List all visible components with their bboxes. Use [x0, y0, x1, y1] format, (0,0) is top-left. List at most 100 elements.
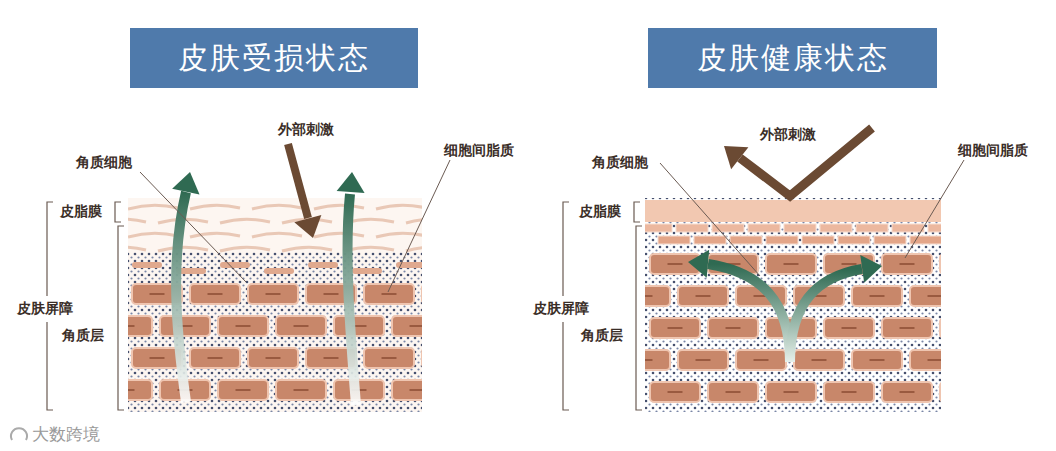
cell-nucleus: [266, 357, 281, 359]
corneocyte: [678, 350, 728, 370]
corneocyte: [128, 380, 152, 400]
panel-title: 皮肤受损状态: [178, 38, 370, 79]
corneocyte: [645, 286, 670, 306]
intercellular-lipid: [645, 198, 941, 412]
upper-cell: [712, 224, 744, 232]
broken-sebum-film: [190, 205, 240, 209]
cell-nucleus: [842, 391, 857, 393]
watermark-icon: [11, 428, 27, 440]
corneocyte: [650, 382, 700, 402]
cell-nucleus: [645, 359, 653, 361]
cell-nucleus: [382, 293, 397, 295]
corneocyte: [190, 348, 240, 368]
corneocyte: [708, 382, 758, 402]
corneocyte: [736, 350, 786, 370]
corneocyte: [708, 318, 758, 338]
cell-nucleus: [128, 325, 135, 327]
corneocyte: [940, 382, 941, 402]
corneocyte: [364, 348, 414, 368]
upper-cell: [645, 224, 672, 232]
water-loss-arrowhead: [172, 172, 199, 194]
moisture-arrowhead: [688, 250, 709, 278]
part-label: 角质细胞: [592, 154, 648, 171]
corneocyte: [882, 382, 932, 402]
upper-cell: [820, 224, 852, 232]
cell-nucleus: [696, 295, 711, 297]
cell-nucleus: [900, 391, 915, 393]
broken-sebum-film: [252, 233, 302, 237]
corneocyte: [882, 254, 932, 274]
bracket: [636, 226, 642, 410]
part-label: 角质层: [581, 327, 623, 344]
leader-line: [905, 160, 964, 258]
cell-nucleus: [900, 327, 915, 329]
cell-nucleus: [150, 357, 165, 359]
cell-nucleus: [208, 293, 223, 295]
corneocyte: [276, 380, 326, 400]
cell-nucleus: [668, 263, 683, 265]
title-box: 皮肤受损状态: [130, 28, 418, 88]
part-label: 细胞间脂质: [958, 142, 1028, 159]
upper-cell: [658, 236, 690, 244]
damaged-cell: [264, 268, 294, 274]
leader-line: [660, 163, 760, 276]
corneocyte: [248, 284, 298, 304]
broken-sebum-film: [128, 219, 146, 223]
cell-nucleus: [236, 389, 251, 391]
corneocyte: [940, 254, 941, 274]
cell-nucleus: [410, 325, 423, 327]
broken-sebum-film: [252, 205, 302, 209]
cell-nucleus: [842, 263, 857, 265]
cell-nucleus: [696, 359, 711, 361]
corneocyte: [852, 350, 902, 370]
corneocyte: [248, 348, 298, 368]
part-label: 外部刺激: [278, 121, 334, 138]
upper-cell: [766, 236, 798, 244]
moisture-arrow: [790, 269, 862, 362]
corneocyte: [132, 348, 182, 368]
cell-nucleus: [928, 295, 942, 297]
corneocyte: [650, 318, 700, 338]
broken-sebum-film: [376, 205, 422, 209]
stimulus-arrowhead: [294, 215, 321, 238]
bracket: [115, 202, 121, 222]
moisture-arrow: [708, 264, 790, 362]
upper-cell: [874, 236, 906, 244]
cell-nucleus: [266, 293, 281, 295]
cell-nucleus: [410, 389, 423, 391]
part-label: 外部刺激: [760, 126, 816, 143]
cell-nucleus: [754, 359, 769, 361]
cell-nucleus: [324, 293, 339, 295]
part-label: 细胞间脂质: [444, 142, 514, 159]
corneocyte: [218, 316, 268, 336]
corneocyte: [190, 284, 240, 304]
cell-nucleus: [812, 359, 827, 361]
upper-cell: [730, 236, 762, 244]
upper-cell: [892, 224, 924, 232]
cell-nucleus: [668, 391, 683, 393]
cell-nucleus: [784, 391, 799, 393]
part-label: 皮脂膜: [579, 203, 621, 220]
corneocyte: [645, 350, 670, 370]
cell-nucleus: [870, 295, 885, 297]
broken-sebum-film: [220, 219, 270, 223]
upper-cell: [856, 224, 888, 232]
cell-nucleus: [382, 357, 397, 359]
broken-sebum-film: [128, 205, 178, 209]
part-label: 角质层: [62, 327, 104, 344]
cell-nucleus: [668, 327, 683, 329]
cell-nucleus: [726, 391, 741, 393]
upper-cell: [694, 236, 726, 244]
broken-sebum-film: [158, 247, 208, 251]
broken-sebum-film: [128, 233, 178, 237]
broken-sebum-film: [282, 247, 332, 251]
corneocyte: [910, 350, 941, 370]
corneocyte: [160, 316, 210, 336]
stimulus-arrowhead: [724, 146, 748, 169]
corneocyte: [678, 286, 728, 306]
part-label: 皮肤屏障: [533, 300, 589, 317]
cell-nucleus: [645, 295, 653, 297]
broken-sebum-film: [314, 205, 364, 209]
leader-line: [140, 172, 246, 282]
corneocyte: [940, 318, 941, 338]
